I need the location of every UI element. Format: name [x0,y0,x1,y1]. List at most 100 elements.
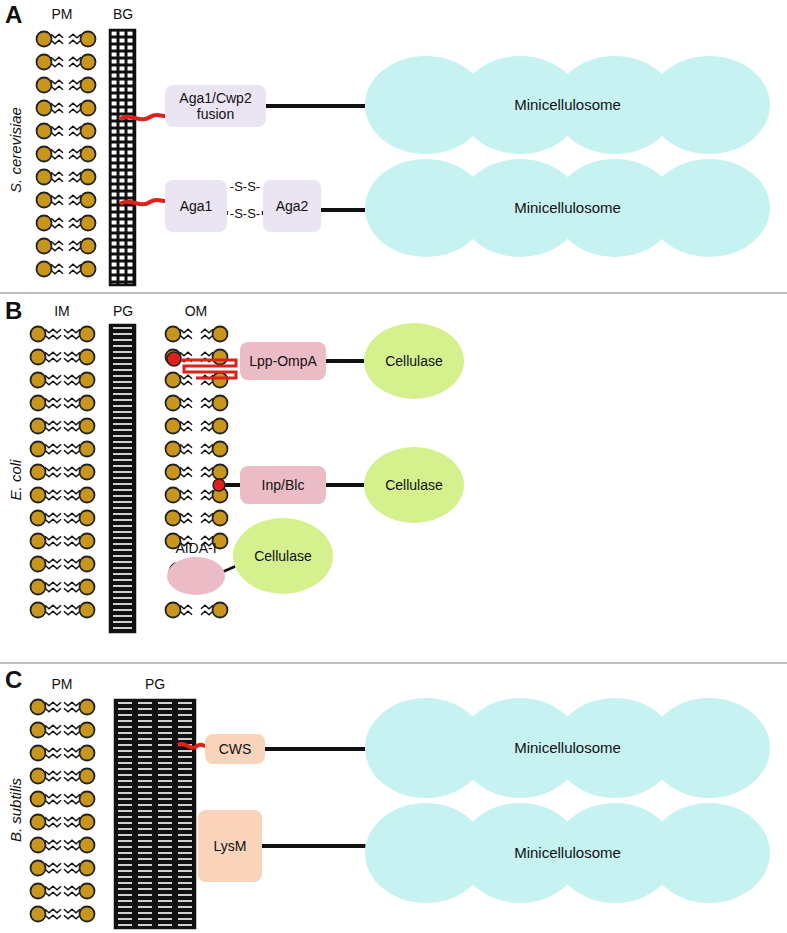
lipid-tail [45,582,61,586]
lipid-tail [64,909,80,913]
linker-line [321,208,365,212]
lipid-tail [64,559,80,563]
lipid-tail [201,519,213,523]
lipid-head [213,396,228,411]
autotransporter: AIDA-I [163,538,229,596]
lipid-tail [64,915,80,919]
lipid-head [37,55,52,70]
lipid-tail [69,149,81,153]
lipid-tail [45,840,61,844]
lipid-tail [64,404,80,408]
lipid-tail [51,103,63,107]
shape-lobe [649,698,771,798]
lipid-anchor [167,352,181,366]
linker-line [262,844,366,848]
lipid-bilayer [31,700,95,922]
lipid-tail [201,352,213,356]
lipid-tail [64,329,80,333]
cellulase-enzyme: Cellulase [233,518,333,594]
lipid-tail [64,777,80,781]
lipid-head [31,557,46,572]
linker-line [265,747,365,751]
panel-separator [0,292,787,294]
lipid-head [80,700,95,715]
lipid-tail [69,172,81,176]
lipid-tail [69,126,81,130]
membrane-label: PG [145,677,165,691]
minicellulosome: Minicellulosome [365,158,770,258]
membrane-label: IM [54,304,70,318]
lipid-head [37,101,52,116]
lipid-tail [45,450,61,454]
lipid-tail [45,358,61,362]
lipid-head [80,723,95,738]
minicellulosome: Minicellulosome [365,55,770,155]
lipid-tail [51,63,63,67]
lipid-head [80,327,95,342]
lipid-tail [64,846,80,850]
lipid-tail [64,519,80,523]
lipid-tail [51,264,63,268]
node-label: Cellulase [379,351,449,371]
node-label: Cellulase [379,475,449,495]
lipid-tail [45,421,61,425]
lipid-tail [45,335,61,339]
lipid-head [31,327,46,342]
anchor-link [120,200,166,204]
anchor-protein-box: Aga1 [165,180,227,232]
lipid-head [31,769,46,784]
lipid-tail [45,708,61,712]
lipid-tail [45,800,61,804]
lipid-head [213,373,228,388]
lipid-tail [64,748,80,752]
membrane-label: PM [52,7,73,21]
lipid-tail [180,375,192,379]
lipid-tail [45,869,61,873]
shape-lobe [364,323,464,399]
lipid-tail [69,270,81,274]
shape-lobe [649,803,771,903]
lipid-tail [45,352,61,356]
lipid-tail [51,149,63,153]
lipid-head [80,396,95,411]
lipid-head [80,769,95,784]
lipid-head [80,815,95,830]
lipid-tail [51,218,63,222]
lipid-tail [69,57,81,61]
lipid-tail [64,352,80,356]
lipid-tail [45,611,61,615]
lipid-tail [69,103,81,107]
lipid-tail [45,519,61,523]
lipid-tail [180,467,192,471]
linker-line [326,359,364,363]
lipid-tail [45,542,61,546]
lipid-head [37,124,52,139]
lipid-tail [64,823,80,827]
anchor-protein-box: Lpp-OmpA [240,342,326,380]
lipid-head [31,884,46,899]
lipid-tail [45,823,61,827]
lipid-head [80,861,95,876]
lipid-tail [69,109,81,113]
lipid-tail [201,335,213,339]
lipid-head [80,465,95,480]
lipid-head [37,147,52,162]
peptidoglycan-layer [115,700,195,928]
lipid-head [81,239,96,254]
membrane-label: BG [113,7,133,21]
node-label: Inp/Blc [256,475,311,495]
lipid-tail [69,132,81,136]
node-label: CWS [213,739,258,759]
lipid-tail [45,565,61,569]
lipid-head [31,373,46,388]
lipid-tail [64,450,80,454]
lipid-tail [64,582,80,586]
anchor-link [120,115,166,119]
bond-label: -S-S- [228,207,262,220]
lipid-tail [201,467,213,471]
membrane-label: PM [52,677,73,691]
lipid-tail [45,731,61,735]
lipid-tail [64,702,80,706]
lipid-head [80,907,95,922]
lipid-tail [64,375,80,379]
